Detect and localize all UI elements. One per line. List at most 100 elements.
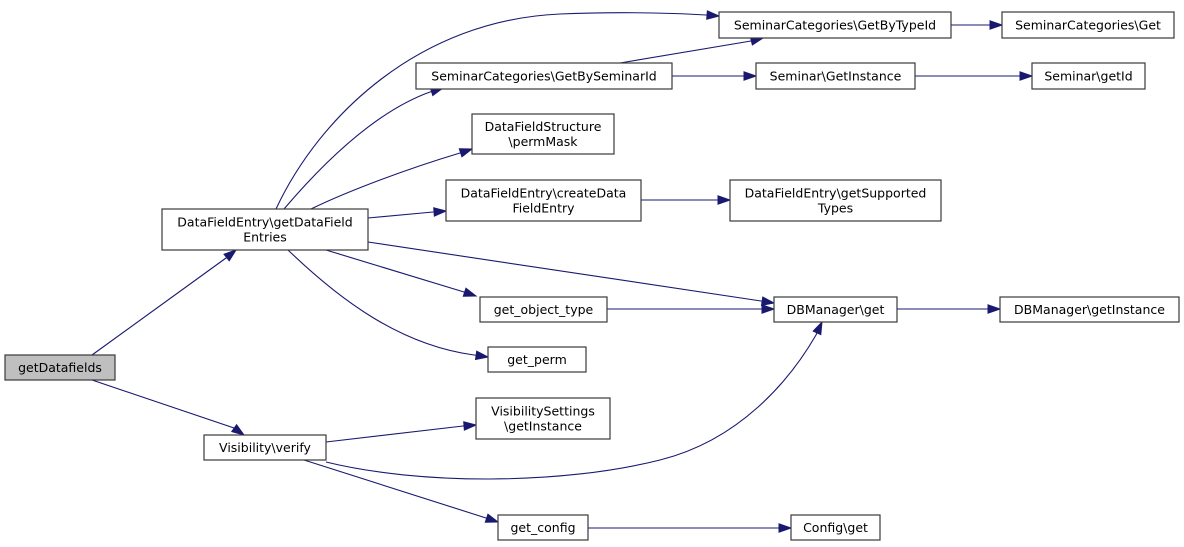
arrowhead-icon — [778, 523, 793, 533]
node-box[interactable] — [1001, 11, 1175, 39]
node-label: Seminar\getId — [1044, 69, 1132, 84]
arrowhead-icon — [760, 296, 776, 306]
node-box[interactable] — [471, 113, 615, 155]
arrowhead-icon — [223, 249, 238, 262]
edge-dfe_getDataFieldEntries-to-get_perm — [287, 249, 490, 361]
node-box[interactable] — [445, 179, 642, 222]
nodes-layer: getDatafields DataFieldEntry\getDataField… — [4, 11, 1180, 541]
node-label: get_perm — [507, 352, 567, 367]
arrowhead-icon — [230, 423, 246, 436]
node-label: DataFieldEntry\getSupported — [745, 186, 927, 201]
node-dbm-get[interactable]: DBManager\get — [773, 296, 898, 323]
edge-sem_GetInstance-to-sem_getId — [915, 71, 1034, 81]
arrowhead-icon — [717, 195, 732, 205]
edge-line — [367, 241, 775, 304]
edge-line — [275, 12, 720, 210]
arrowhead-icon — [812, 320, 823, 336]
arrowhead-icon — [474, 350, 490, 361]
edge-line — [287, 249, 489, 358]
node-box[interactable] — [475, 397, 611, 440]
arrowhead-icon — [463, 421, 478, 431]
edge-dfe_getDataFieldEntries-to-get_object_type — [325, 249, 478, 297]
node-vs-getinstance[interactable]: VisibilitySettings\getInstance — [475, 397, 611, 440]
node-label: SeminarCategories\GetBySeminarId — [431, 69, 656, 84]
node-label: get_config — [510, 520, 575, 535]
edge-line — [303, 459, 499, 523]
node-box[interactable] — [729, 179, 942, 222]
arrowhead-icon — [458, 148, 474, 158]
node-label: SeminarCategories\Get — [1015, 18, 1161, 33]
node-box[interactable] — [479, 296, 608, 323]
edge-dfe_createDataFieldEntry-to-dfe_getSupportedTypes — [641, 195, 732, 205]
node-label: Seminar\GetInstance — [770, 69, 902, 84]
node-box[interactable] — [790, 514, 881, 541]
edge-get_object_type-to-dbm_get — [607, 304, 776, 314]
edge-getDatafields-to-vis_verify — [91, 379, 246, 436]
edge-dfe_getDataFieldEntries-to-dbm_get — [367, 241, 776, 306]
node-label: DBManager\get — [787, 302, 885, 317]
node-label: Visibility\verify — [219, 440, 311, 455]
node-box[interactable] — [1031, 62, 1146, 90]
arrowhead-icon — [462, 287, 478, 297]
node-label: Types — [817, 201, 853, 216]
edge-dfe_getDataFieldEntries-to-sc_GetBySeminarId — [283, 86, 445, 210]
arrowhead-icon — [433, 207, 448, 217]
edge-sc_GetBySeminarId-to-sc_GetByTypeId — [619, 36, 765, 64]
node-dfs-permmask[interactable]: DataFieldStructure\permMask — [471, 113, 615, 155]
node-box[interactable] — [487, 346, 587, 373]
node-get-object-type[interactable]: get_object_type — [479, 296, 608, 323]
node-box[interactable] — [497, 514, 589, 541]
node-sc-get[interactable]: SeminarCategories\Get — [1001, 11, 1175, 39]
node-label: Entries — [243, 230, 287, 245]
node-label: \getInstance — [504, 419, 582, 434]
node-label: VisibilitySettings — [491, 404, 595, 419]
node-label: \permMask — [508, 134, 578, 149]
arrowhead-icon — [989, 20, 1004, 30]
node-vis-verify[interactable]: Visibility\verify — [203, 434, 327, 461]
edge-line — [91, 249, 237, 356]
edge-sc_GetByTypeId-to-sc_Get — [951, 20, 1004, 30]
node-box[interactable] — [4, 354, 116, 381]
edge-sc_GetBySeminarId-to-sem_GetInstance — [672, 71, 758, 81]
arrowhead-icon — [1019, 71, 1034, 81]
node-label: getDatafields — [18, 360, 102, 375]
edge-dfe_getDataFieldEntries-to-dfs_permMask — [310, 148, 474, 210]
edge-dfe_getDataFieldEntries-to-dfe_createDataFieldEntry — [367, 207, 448, 219]
node-label: DBManager\getInstance — [1014, 302, 1165, 317]
node-sc-getbyseminarid[interactable]: SeminarCategories\GetBySeminarId — [415, 62, 673, 90]
node-box[interactable] — [415, 62, 673, 90]
node-box[interactable] — [161, 208, 369, 251]
node-config-get[interactable]: Config\get — [790, 514, 881, 541]
arrowhead-icon — [484, 513, 500, 523]
edge-line — [283, 87, 444, 210]
edge-line — [619, 37, 764, 64]
arrowhead-icon — [761, 304, 776, 314]
node-dbm-getinstance[interactable]: DBManager\getInstance — [999, 296, 1180, 323]
node-label: FieldEntry — [512, 201, 575, 216]
node-box[interactable] — [203, 434, 327, 461]
edge-getDatafields-to-dfe_getDataFieldEntries — [91, 249, 238, 356]
node-box[interactable] — [755, 62, 916, 90]
node-sc-getbytypeid[interactable]: SeminarCategories\GetByTypeId — [718, 11, 952, 39]
node-get-perm[interactable]: get_perm — [487, 346, 587, 373]
edge-dfe_getDataFieldEntries-to-sc_GetByTypeId — [275, 10, 721, 210]
edge-line — [91, 379, 245, 436]
node-get-config[interactable]: get_config — [497, 514, 589, 541]
edge-get_config-to-config_get — [588, 523, 793, 533]
node-getdatafields[interactable]: getDatafields — [4, 354, 116, 381]
node-sem-getinstance[interactable]: Seminar\GetInstance — [755, 62, 916, 90]
arrowhead-icon — [987, 304, 1002, 314]
node-label: get_object_type — [494, 302, 594, 317]
node-box[interactable] — [773, 296, 898, 323]
node-label: DataFieldEntry\createData — [461, 186, 627, 201]
node-label: Config\get — [803, 520, 868, 535]
arrowhead-icon — [743, 71, 758, 81]
node-box[interactable] — [999, 296, 1180, 323]
node-sem-getid[interactable]: Seminar\getId — [1031, 62, 1146, 90]
node-box[interactable] — [718, 11, 952, 39]
edge-vis_verify-to-get_config — [303, 459, 500, 523]
